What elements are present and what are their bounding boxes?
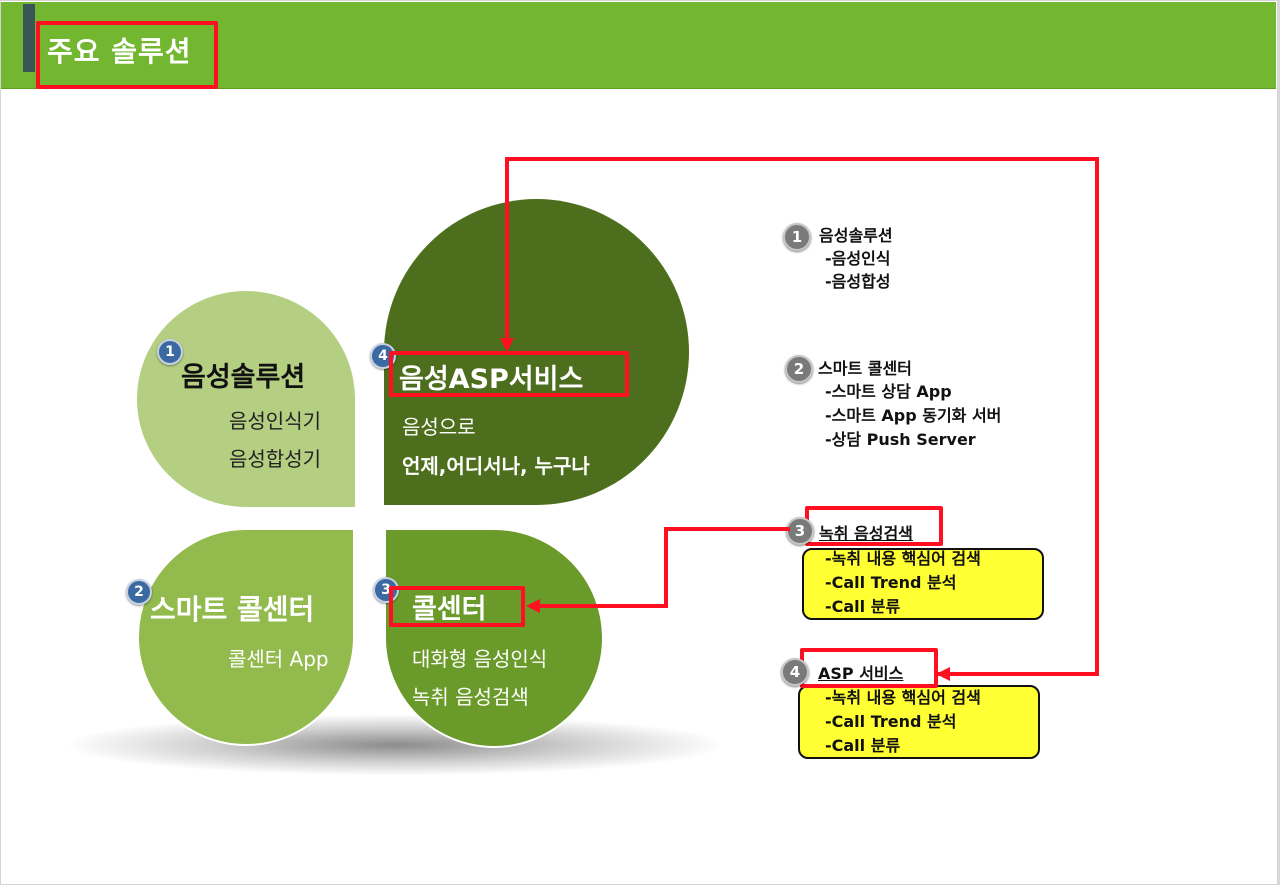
petal-line: 음성인식기	[229, 409, 321, 433]
number-badge-2: 2	[126, 579, 152, 605]
petal-line: 음성으로	[402, 415, 476, 439]
detail-item: -녹취 내용 핵심어 검색	[825, 549, 981, 568]
title-highlight-box	[36, 21, 218, 89]
petal-line: 녹취 음성검색	[412, 685, 529, 709]
header-bar	[1, 2, 1276, 89]
detail-item: -음성인식	[825, 249, 891, 268]
detail-item: -Call Trend 분석	[825, 712, 957, 731]
detail-title: ASP 서비스	[818, 664, 904, 683]
petal-smart-callcenter	[137, 528, 355, 746]
page-title: 주요 솔루션	[47, 35, 192, 68]
number-badge-3: 3	[373, 577, 399, 603]
detail-title: 스마트 콜센터	[818, 359, 912, 378]
clover-shadow	[70, 715, 720, 775]
detail-item: -녹취 내용 핵심어 검색	[825, 688, 981, 707]
petal-title: 스마트 콜센터	[150, 593, 315, 626]
detail-badge-4: 4	[781, 658, 809, 686]
petal-title: 콜센터	[412, 594, 487, 625]
header-accent-bar	[23, 4, 35, 72]
detail-title: 음성솔루션	[819, 226, 893, 245]
petal-line: 언제,어디서나, 누구나	[402, 454, 590, 478]
detail-item: -Call Trend 분석	[825, 573, 957, 592]
detail-title: 녹취 음성검색	[819, 524, 913, 543]
detail-badge-2: 2	[785, 355, 813, 383]
detail-item: -스마트 상담 App	[825, 382, 952, 401]
asp-highlight-box	[389, 351, 629, 397]
callcenter-highlight-box	[389, 586, 525, 627]
detail-item: -Call 분류	[825, 597, 901, 616]
detail-badge-3: 3	[786, 517, 814, 545]
scrollbar-edge	[1277, 0, 1280, 885]
detail-item: -음성합성	[825, 272, 891, 291]
detail-item: -상담 Push Server	[825, 430, 976, 449]
number-badge-1: 1	[157, 339, 183, 365]
detail-4-highlight-box	[798, 685, 1040, 759]
detail-badge-1: 1	[783, 223, 811, 251]
petal-title: 음성솔루션	[181, 362, 306, 393]
detail-item: -Call 분류	[825, 736, 901, 755]
detail-item: -스마트 App 동기화 서버	[825, 406, 1002, 425]
petal-callcenter	[384, 528, 604, 748]
petal-line: 대화형 음성인식	[412, 647, 548, 671]
petal-voice-solution	[137, 291, 355, 507]
petal-line: 콜센터 App	[228, 647, 329, 671]
petal-line: 음성합성기	[229, 447, 321, 471]
